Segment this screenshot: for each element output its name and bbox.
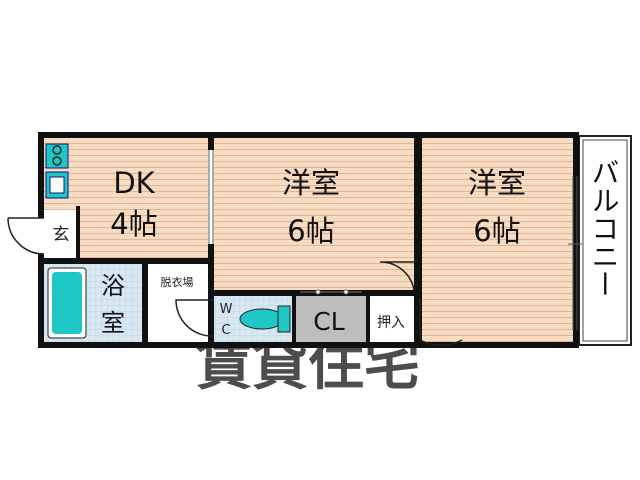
dk-size-label: 4帖 xyxy=(110,207,157,241)
western1-size-label: 6帖 xyxy=(287,214,334,248)
oshiire-label: 押入 xyxy=(377,315,405,331)
kitchen-stove xyxy=(45,143,69,169)
western2-label: 洋室 xyxy=(468,166,526,200)
balcony-window xyxy=(568,176,582,330)
bath-label-1: 浴 xyxy=(101,272,125,300)
wc-label-2: C xyxy=(221,323,230,338)
balcony-label: バルコニー xyxy=(588,158,621,298)
wc-label-1: W xyxy=(220,302,233,317)
sliding-door-marks xyxy=(208,150,214,244)
kitchen-sink xyxy=(45,171,69,199)
bathtub xyxy=(47,267,87,339)
bath-label-2: 室 xyxy=(101,309,125,337)
entrance-floor xyxy=(44,210,76,258)
closet-label: CL xyxy=(313,307,344,336)
closet-rod xyxy=(300,289,362,295)
toilet xyxy=(239,305,291,333)
balcony: バルコニー xyxy=(578,135,632,346)
closet-floor xyxy=(296,296,366,342)
changing-label: 脱衣場 xyxy=(161,275,194,289)
oshiire-floor xyxy=(370,298,414,342)
dk-label: DK xyxy=(113,166,155,200)
western2-floor xyxy=(422,138,573,342)
western2-size-label: 6帖 xyxy=(473,214,520,248)
entrance-label: 玄 xyxy=(53,225,70,245)
door-swings xyxy=(7,217,463,347)
western1-label: 洋室 xyxy=(282,166,340,200)
